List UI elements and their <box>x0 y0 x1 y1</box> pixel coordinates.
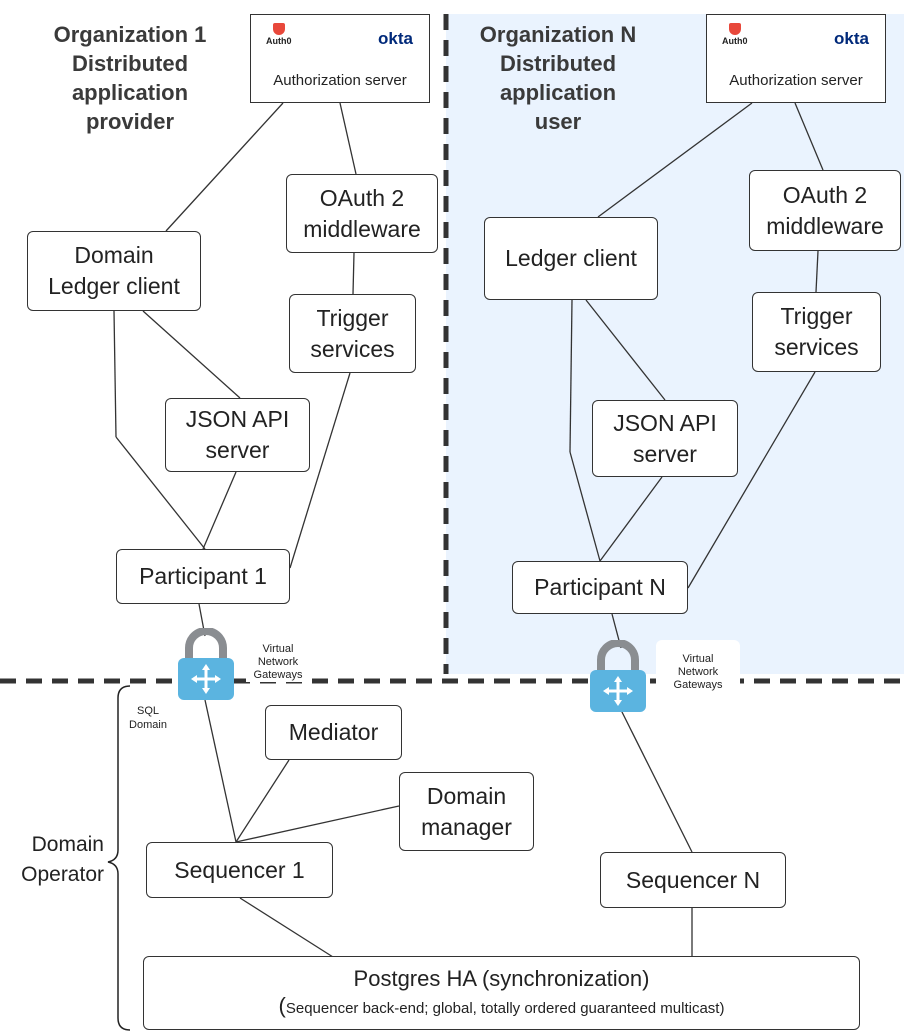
domain-operator-label: Domain Operator <box>21 833 104 886</box>
postgres-ha-node: Postgres HA (synchronization) (Sequencer… <box>143 956 860 1030</box>
vng-label-1: Virtual Network Gateways <box>246 643 310 682</box>
mediator-node: Mediator <box>265 705 402 760</box>
trigger-services-node-1: Trigger services <box>289 294 416 373</box>
okta-logo-icon: okta <box>834 29 869 48</box>
domain-ledger-client-node: Domain Ledger client <box>27 231 201 311</box>
authorization-server-label: Authorization server <box>273 72 407 89</box>
virtual-network-gateway-icon-1 <box>176 627 236 702</box>
sequencer-1-node: Sequencer 1 <box>146 842 333 898</box>
authorization-server-label: Authorization server <box>729 72 863 89</box>
postgres-title: Postgres HA (synchronization) <box>353 965 650 991</box>
oauth2-middleware-node-1: OAuth 2 middleware <box>286 174 438 253</box>
oauth2-middleware-node-n: OAuth 2 middleware <box>749 170 901 251</box>
auth0-logo-icon: Auth0 <box>266 23 292 46</box>
org-1-title: Organization 1 Distributed application p… <box>53 22 207 134</box>
authorization-server-1: Auth0 okta Authorization server <box>250 14 430 103</box>
postgres-subtitle: (Sequencer back-end; global, totally ord… <box>278 992 725 1018</box>
vng-label-n: Virtual Network Gateways <box>656 640 740 696</box>
ledger-client-n-node: Ledger client <box>484 217 658 300</box>
okta-logo-icon: okta <box>378 29 413 48</box>
authorization-server-n: Auth0 okta Authorization server <box>706 14 886 103</box>
trigger-services-node-n: Trigger services <box>752 292 881 372</box>
participant-1-node: Participant 1 <box>116 549 290 604</box>
participant-n-node: Participant N <box>512 561 688 614</box>
domain-manager-node: Domain manager <box>399 772 534 851</box>
sql-domain-label: SQL Domain <box>129 705 167 731</box>
json-api-server-node-n: JSON API server <box>592 400 738 477</box>
json-api-server-node-1: JSON API server <box>165 398 310 472</box>
auth0-logo-icon: Auth0 <box>722 23 748 46</box>
virtual-network-gateway-icon-n <box>588 639 648 714</box>
sequencer-n-node: Sequencer N <box>600 852 786 908</box>
org-n-title: Organization N Distributed application u… <box>479 22 637 134</box>
